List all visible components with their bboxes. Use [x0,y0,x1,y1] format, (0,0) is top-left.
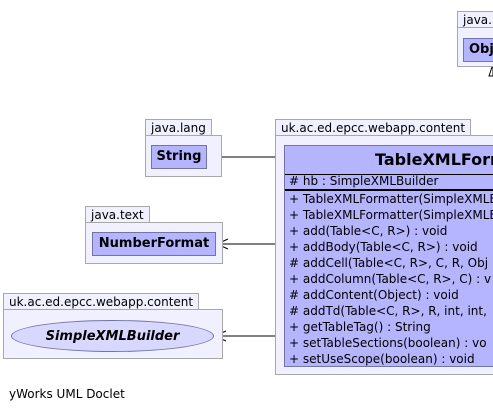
title-separator [285,174,493,175]
method-addcell: # addCell(Table<C, R>, C, R, Obj [289,256,489,270]
class-string[interactable]: String [151,145,207,169]
class-object[interactable]: Obj [463,38,493,62]
field-hb: # hb : SimpleXMLBuilder [289,174,439,188]
package-tab-webapp-content-iface: uk.ac.ed.epcc.webapp.content [3,293,200,310]
inheritance-arrow-to-object [488,63,493,77]
package-label: uk.ac.ed.epcc.webapp.content [9,295,194,309]
class-name: String [156,149,202,164]
method-addcontent: # addContent(Object) : void [289,288,459,302]
class-name: NumberFormat [98,236,210,251]
class-tablexmlformatter[interactable]: TableXMLForm # hb : SimpleXMLBuilder + T… [284,145,493,367]
method-addbody: + addBody(Table<C, R>) : void [289,240,478,254]
method-addtd: # addTd(Table<C, R>, R, int, int, [289,304,487,318]
interface-name: SimpleXMLBuilder [45,328,180,344]
package-tab-java-text: java.text [85,206,150,223]
package-label: java.l [463,13,493,27]
package-label: uk.ac.ed.epcc.webapp.content [281,121,466,135]
method-addcolumn: + addColumn(Table<C, R>, C) : v [289,272,492,286]
class-title: TableXMLForm [375,150,493,169]
interface-simplexmlbuilder[interactable]: SimpleXMLBuilder [11,320,214,352]
package-label: java.lang [151,121,206,135]
method-setusescope: + setUseScope(boolean) : void [289,352,475,366]
package-tab-java-lang: java.lang [145,119,212,136]
method-constructor-1: + TableXMLFormatter(SimpleXMLB [289,192,493,206]
package-label: java.text [91,208,144,222]
method-add: + add(Table<C, R>) : void [289,224,448,238]
fields-separator [285,189,493,191]
method-settablesections: + setTableSections(boolean) : vo [289,336,487,350]
footer-credit: yWorks UML Doclet [9,387,125,401]
package-tab-webapp-content-main: uk.ac.ed.epcc.webapp.content [275,119,472,136]
class-name: Obj [469,42,493,57]
class-numberformat[interactable]: NumberFormat [92,232,216,256]
method-constructor-2: + TableXMLFormatter(SimpleXMLB [289,208,493,222]
package-tab-java-lang-top: java.l [457,11,493,28]
method-gettabletag: + getTableTag() : String [289,320,431,334]
